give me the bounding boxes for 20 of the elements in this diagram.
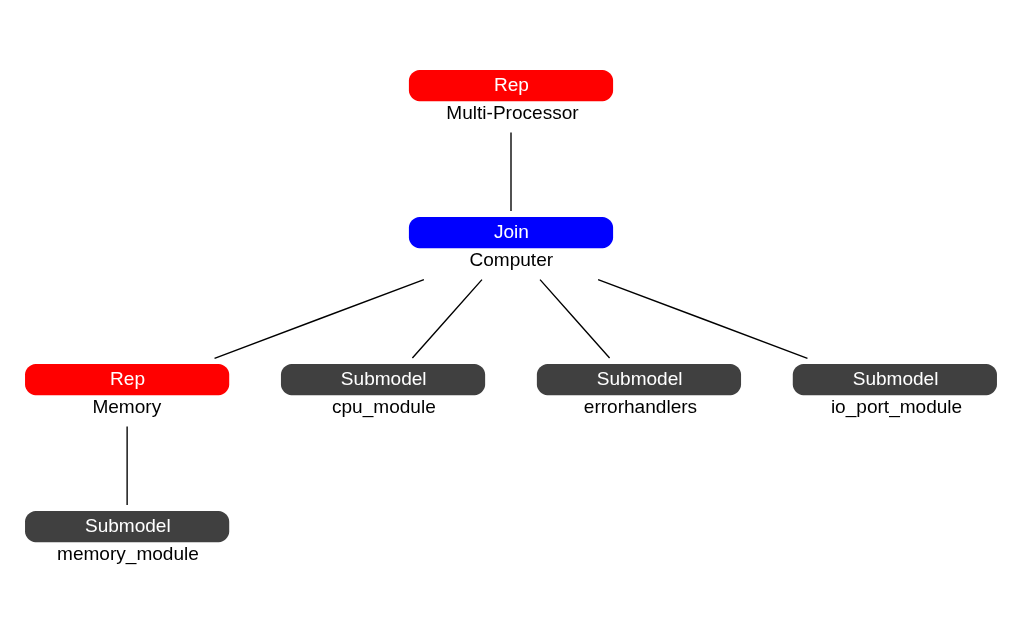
node-label: Memory <box>92 396 162 418</box>
node-label: io_port_module <box>830 396 963 418</box>
connector <box>126 425 128 506</box>
node-label: memory_module <box>57 543 199 565</box>
node-box: Rep <box>25 363 230 396</box>
node-box: Submodel <box>792 363 997 396</box>
node-label: cpu_module <box>331 396 436 418</box>
node-box: Submodel <box>536 363 742 396</box>
connector <box>213 278 425 359</box>
node-box: Submodel <box>280 363 486 396</box>
node-box: Submodel <box>25 510 230 543</box>
node-box: Join <box>408 216 614 249</box>
node-label: Multi-Processor <box>446 102 579 124</box>
connector <box>597 278 809 359</box>
node-label: Computer <box>469 249 554 271</box>
node-box: Rep <box>408 69 614 102</box>
connector <box>411 278 483 359</box>
connector <box>510 131 512 212</box>
connector <box>539 278 611 359</box>
node-label: errorhandlers <box>583 396 698 418</box>
